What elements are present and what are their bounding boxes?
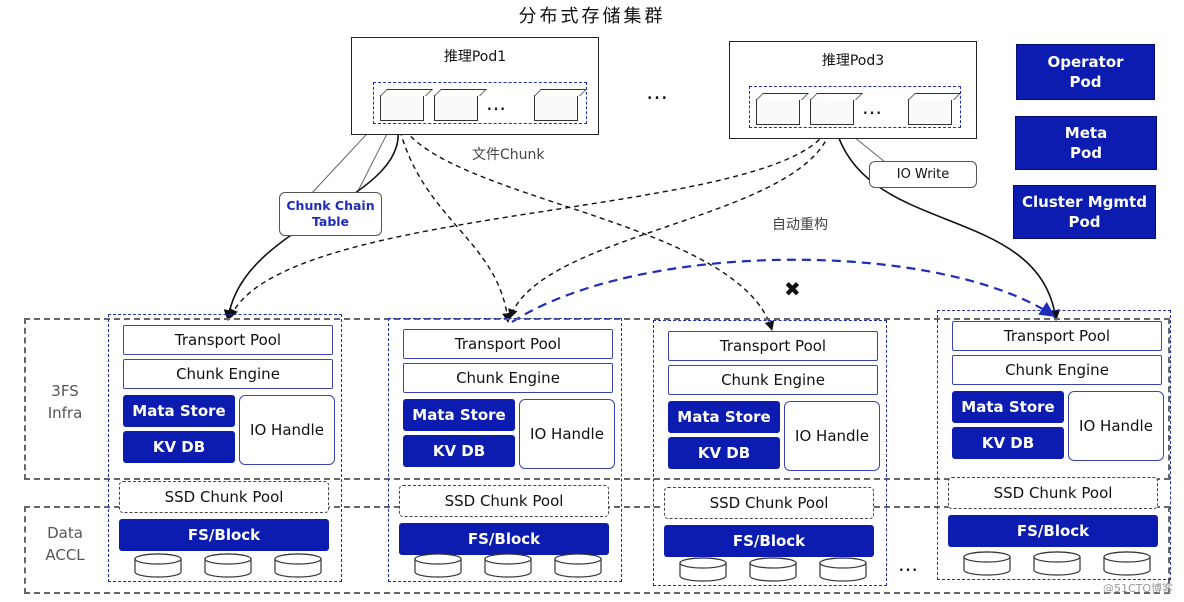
inference-pod-3[interactable]: 推理Pod3 …	[729, 41, 977, 139]
mata-store: Mata Store	[668, 401, 780, 433]
io-handle: IO Handle	[784, 401, 880, 471]
disk-group	[678, 557, 868, 583]
chunk-ellipsis: …	[486, 91, 508, 115]
disk-icon	[1033, 551, 1081, 576]
kv-db: KV DB	[403, 435, 515, 467]
ssd-chunk-pool: SSD Chunk Pool	[948, 477, 1158, 509]
pod1-to-node2-dashed	[397, 121, 513, 323]
inference-pod-1[interactable]: 推理Pod1 …	[351, 37, 599, 135]
ssd-chunk-pool: SSD Chunk Pool	[119, 481, 329, 513]
file-chunk-cube	[810, 99, 854, 125]
io-handle: IO Handle	[1068, 391, 1164, 461]
band-3fs-infra	[24, 318, 1170, 480]
file-chunk-cube	[434, 95, 478, 121]
transport-pool: Transport Pool	[952, 321, 1162, 351]
kv-db: KV DB	[668, 437, 780, 469]
disk-icon	[679, 557, 727, 582]
fail-mark-icon: ✖	[784, 277, 801, 301]
fs-block: FS/Block	[119, 519, 329, 551]
pod3-to-node4-solid	[833, 121, 1061, 322]
pod1-to-node3-dashed	[399, 121, 775, 331]
fs-block: FS/Block	[948, 515, 1158, 547]
disk-icon	[484, 553, 532, 578]
fs-block: FS/Block	[399, 523, 609, 555]
fs-block: FS/Block	[664, 525, 874, 557]
ssd-chunk-pool: SSD Chunk Pool	[399, 485, 609, 517]
disk-icon	[204, 553, 252, 578]
io-write-callout: IO Write	[869, 161, 977, 188]
disk-icon	[749, 557, 797, 582]
disk-icon	[963, 551, 1011, 576]
pod3-title: 推理Pod3	[821, 53, 885, 69]
chunk-chain-table-callout: Chunk Chain Table	[279, 192, 382, 236]
nodes-ellipsis: …	[898, 552, 920, 576]
disk-icon	[554, 553, 602, 578]
disk-group	[962, 551, 1152, 577]
chunk-engine: Chunk Engine	[123, 359, 333, 389]
mata-store: Mata Store	[123, 395, 235, 427]
file-chunk-cube	[534, 95, 578, 121]
storage-node-1[interactable]: Transport Pool Chunk Engine Mata Store K…	[108, 314, 342, 582]
io-handle: IO Handle	[519, 399, 615, 469]
pod3-to-node1-dashed	[228, 124, 831, 319]
storage-node-4[interactable]: Transport Pool Chunk Engine Mata Store K…	[937, 310, 1171, 580]
chunk-ellipsis: …	[862, 95, 884, 119]
pods-ellipsis: …	[646, 80, 670, 105]
pod3-chunk-group: …	[749, 86, 961, 128]
transport-pool: Transport Pool	[668, 331, 878, 361]
chunk-engine: Chunk Engine	[952, 355, 1162, 385]
kv-db: KV DB	[123, 431, 235, 463]
pod1-chunk-group: …	[373, 82, 587, 124]
kv-db: KV DB	[952, 427, 1064, 459]
disk-icon	[1103, 551, 1151, 576]
disk-icon	[274, 553, 322, 578]
io-handle: IO Handle	[239, 395, 335, 465]
storage-node-2[interactable]: Transport Pool Chunk Engine Mata Store K…	[388, 318, 622, 582]
pod3-to-node2-dashed	[508, 124, 833, 319]
diagram-title: 分布式存储集群	[518, 6, 666, 27]
transport-pool: Transport Pool	[403, 329, 613, 359]
disk-icon	[414, 553, 462, 578]
file-chunk-cube	[908, 99, 952, 125]
auto-rebuild-label: 自动重构	[772, 217, 828, 233]
chunk-engine: Chunk Engine	[668, 365, 878, 395]
file-chunk-label: 文件Chunk	[472, 147, 545, 163]
mata-store: Mata Store	[403, 399, 515, 431]
transport-pool: Transport Pool	[123, 325, 333, 355]
file-chunk-cube	[380, 95, 424, 121]
mata-store: Mata Store	[952, 391, 1064, 423]
ssd-chunk-pool: SSD Chunk Pool	[664, 487, 874, 519]
rebuild-arc-blue	[511, 258, 1056, 323]
pod1-title: 推理Pod1	[443, 49, 507, 65]
storage-node-3[interactable]: Transport Pool Chunk Engine Mata Store K…	[653, 320, 887, 586]
disk-icon	[134, 553, 182, 578]
chunk-engine: Chunk Engine	[403, 363, 613, 393]
disk-icon	[819, 557, 867, 582]
watermark: @51CTO博客	[1103, 582, 1174, 595]
file-chunk-cube	[756, 99, 800, 125]
disk-group	[133, 553, 323, 579]
disk-group	[413, 553, 603, 579]
